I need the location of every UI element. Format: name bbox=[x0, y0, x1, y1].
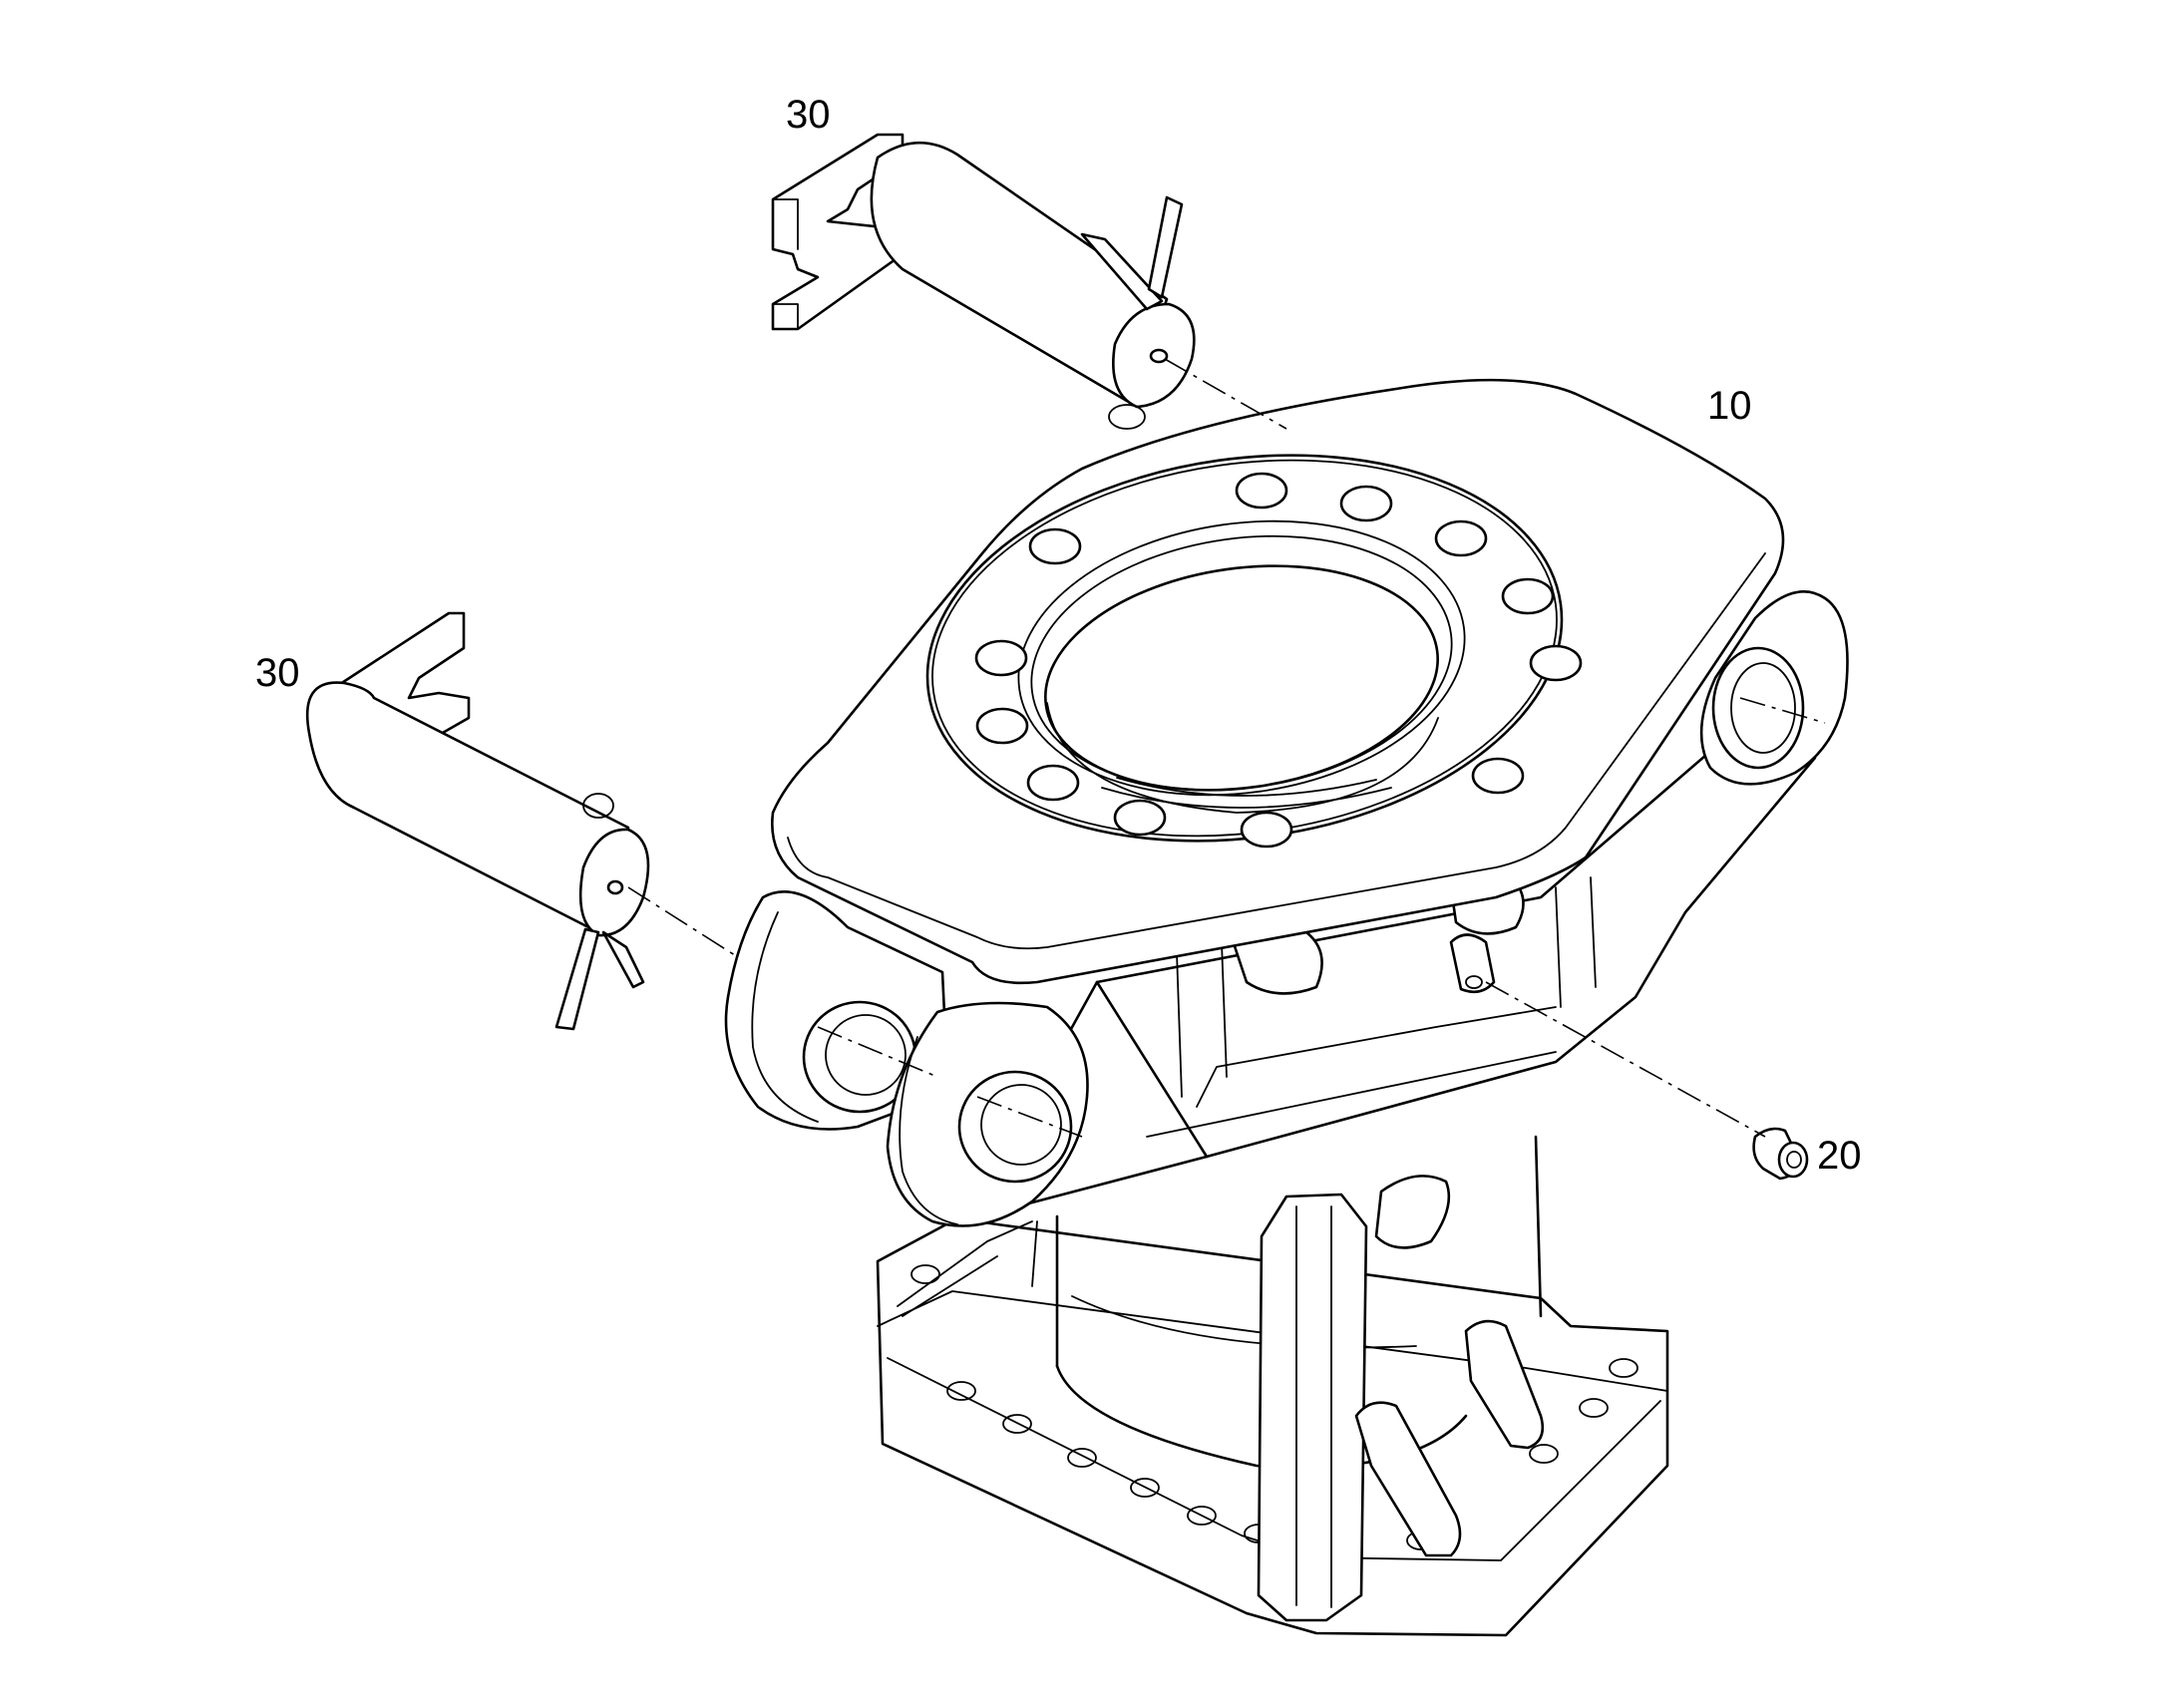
top-plate bbox=[771, 378, 1785, 985]
housing-part bbox=[724, 378, 1849, 1637]
top-bolt-holes bbox=[974, 472, 1583, 849]
pin-assembly-upper bbox=[771, 133, 1196, 430]
support-ribs bbox=[897, 1193, 1545, 1622]
right-clevis-lug bbox=[1699, 590, 1849, 786]
callout-pin-left: 30 bbox=[255, 651, 300, 695]
pin-assembly-left bbox=[305, 611, 650, 1031]
assembly-centerlines bbox=[627, 358, 1826, 1138]
callout-plug: 20 bbox=[1817, 1134, 1862, 1178]
callout-pin-upper: 30 bbox=[786, 93, 831, 137]
callout-housing: 10 bbox=[1707, 384, 1752, 428]
grease-fitting-seat bbox=[1449, 933, 1496, 994]
left-clevis-lugs bbox=[724, 889, 1089, 1227]
plug-part bbox=[1752, 1127, 1809, 1181]
